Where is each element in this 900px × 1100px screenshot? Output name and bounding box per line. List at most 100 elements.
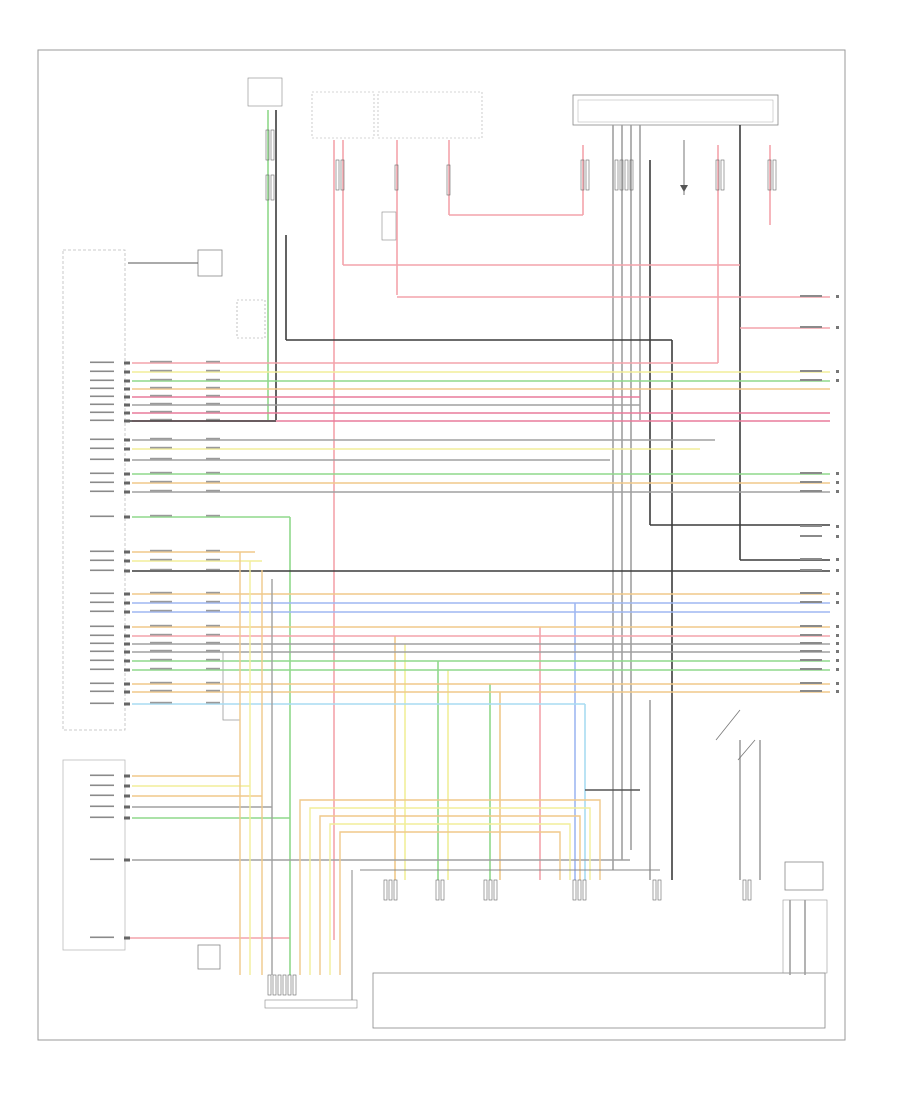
terminal-label-mark bbox=[800, 558, 822, 560]
wire-label-mark bbox=[150, 591, 172, 594]
fuse-box-a bbox=[311, 91, 375, 139]
connector-pin bbox=[488, 879, 493, 901]
module-pin-label bbox=[90, 642, 114, 645]
module-pin bbox=[124, 659, 130, 663]
terminal-pin bbox=[836, 481, 839, 484]
module-pin-label bbox=[90, 592, 114, 595]
module-pin bbox=[124, 610, 130, 614]
connector-pin bbox=[383, 879, 388, 901]
wire-label-mark bbox=[150, 549, 172, 552]
wire-label-mark bbox=[150, 394, 172, 397]
connector-pin bbox=[277, 974, 282, 996]
terminal-label-mark bbox=[800, 525, 822, 527]
wire-label-mark bbox=[150, 418, 172, 421]
bus-wire bbox=[339, 831, 561, 975]
terminal-pin bbox=[836, 634, 839, 637]
connector-pin bbox=[720, 159, 725, 191]
wire-code-mark bbox=[206, 658, 220, 661]
wire-code-mark bbox=[206, 641, 220, 644]
wire-code-mark bbox=[206, 633, 220, 636]
terminal-label-mark bbox=[800, 634, 822, 636]
wire-label-mark bbox=[150, 624, 172, 627]
terminal-pin bbox=[836, 472, 839, 475]
wire-code-mark bbox=[206, 689, 220, 692]
diagram-frame bbox=[37, 49, 846, 1041]
terminal-pin bbox=[836, 295, 839, 298]
module-pin-label bbox=[90, 794, 114, 797]
connector-pin bbox=[652, 879, 657, 901]
top-fuse-block bbox=[247, 77, 283, 107]
module-pin-label bbox=[90, 774, 114, 777]
module-pin bbox=[124, 370, 130, 374]
connector-pin bbox=[270, 174, 275, 201]
wire-label-mark bbox=[150, 633, 172, 636]
module-pin-label bbox=[90, 438, 114, 441]
module-pin bbox=[124, 472, 130, 476]
module-pin bbox=[124, 490, 130, 494]
module-pin-label bbox=[90, 690, 114, 693]
module-pin bbox=[124, 550, 130, 554]
module-pin bbox=[124, 515, 130, 519]
module-pin bbox=[124, 419, 130, 423]
wire-label-mark bbox=[150, 568, 172, 571]
module-pin bbox=[124, 805, 130, 809]
bus-wire bbox=[329, 823, 571, 975]
terminal-label-mark bbox=[800, 625, 822, 627]
module-pin bbox=[124, 481, 130, 485]
connector-pin bbox=[577, 879, 582, 901]
wire-label-mark bbox=[150, 558, 172, 561]
module-pin-label bbox=[90, 559, 114, 562]
module-pin-label bbox=[90, 858, 114, 861]
connector-pin bbox=[715, 159, 720, 191]
top-left-component bbox=[197, 249, 223, 277]
terminal-label-mark bbox=[800, 295, 822, 297]
module-pin-label bbox=[90, 403, 114, 406]
wire-label-mark bbox=[150, 600, 172, 603]
module-pin-label bbox=[90, 668, 114, 671]
terminal-pin bbox=[836, 682, 839, 685]
connector-pin bbox=[614, 159, 619, 191]
wire-code-mark bbox=[206, 600, 220, 603]
connector-layer bbox=[265, 129, 777, 996]
terminal-pin bbox=[836, 659, 839, 662]
connector-pin bbox=[582, 879, 587, 901]
connector-pin bbox=[270, 129, 275, 161]
module-pin-label bbox=[90, 411, 114, 414]
module-pin bbox=[124, 668, 130, 672]
wire-code-mark bbox=[206, 649, 220, 652]
wire-code-mark bbox=[206, 457, 220, 460]
terminal-pin bbox=[836, 558, 839, 561]
wire-code-mark bbox=[206, 549, 220, 552]
connector-pin bbox=[572, 879, 577, 901]
module-pin bbox=[124, 702, 130, 706]
terminal-pin bbox=[836, 690, 839, 693]
terminal-label-mark bbox=[800, 668, 822, 670]
wire-code-mark bbox=[206, 591, 220, 594]
module-pin-label bbox=[90, 936, 114, 939]
module-pin-label bbox=[90, 395, 114, 398]
wire-label-mark bbox=[150, 386, 172, 389]
bottom-left-component bbox=[197, 944, 221, 970]
module-pin-label bbox=[90, 472, 114, 475]
module-pin-label bbox=[90, 805, 114, 808]
terminal-label-mark bbox=[800, 592, 822, 594]
terminal-label-mark bbox=[800, 535, 822, 537]
connector-pin bbox=[772, 159, 777, 191]
connector-pin bbox=[483, 879, 488, 901]
module-pin-label bbox=[90, 490, 114, 493]
module-pin-label bbox=[90, 784, 114, 787]
terminal-label-mark bbox=[800, 601, 822, 603]
module-pin bbox=[124, 438, 130, 442]
terminal-pin bbox=[836, 601, 839, 604]
module-pin bbox=[124, 592, 130, 596]
wire-code-mark bbox=[206, 681, 220, 684]
connector-pin bbox=[657, 879, 662, 901]
module-pin bbox=[124, 447, 130, 451]
wire-code-mark bbox=[206, 418, 220, 421]
wire-label-mark bbox=[150, 471, 172, 474]
connector-pin bbox=[624, 159, 629, 191]
module-pin bbox=[124, 784, 130, 788]
connector-pin bbox=[282, 974, 287, 996]
bus-wire bbox=[309, 807, 591, 975]
connector-pin bbox=[272, 974, 277, 996]
